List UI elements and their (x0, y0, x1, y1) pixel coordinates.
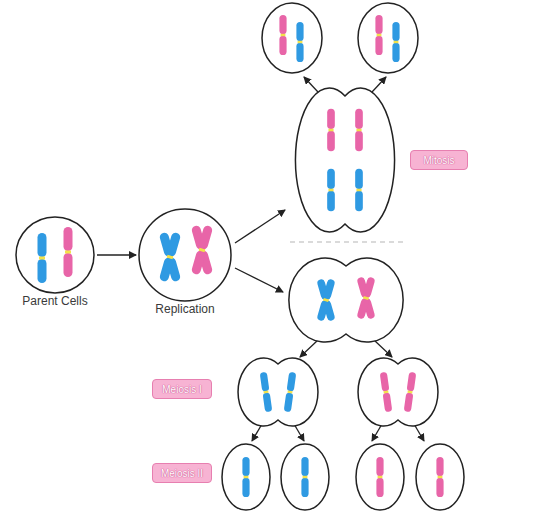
chromosome-group (38, 225, 214, 283)
daughter-cell (262, 3, 322, 73)
stage-tag: Mitosis (410, 150, 468, 170)
gamete-cell (222, 444, 270, 510)
cell-outline (138, 208, 232, 302)
replicated-chromosome (356, 277, 375, 320)
chromosome (355, 109, 363, 152)
chromosome (242, 457, 249, 497)
daughter-cell (358, 3, 418, 73)
replication-cell: Replication (138, 208, 232, 302)
gamete-cell (281, 444, 329, 510)
arrow (304, 77, 318, 92)
arrow (235, 268, 283, 292)
chromosome (376, 457, 383, 497)
cell-label: Parent Cells (22, 294, 87, 308)
chromosome (327, 109, 335, 152)
cell-outline (15, 216, 95, 294)
stage-tag: Meiosis II (152, 463, 212, 483)
dividing-cell (238, 358, 318, 426)
cell-membrane (139, 209, 231, 301)
dividing-cell (358, 358, 438, 426)
chromosome (375, 15, 382, 55)
arrow (252, 424, 262, 441)
arrow (372, 77, 386, 92)
gamete-cell (356, 444, 404, 510)
arrow (235, 210, 285, 243)
chromosome (38, 233, 47, 283)
arrow (300, 340, 318, 357)
chromosome (284, 372, 297, 413)
chromosome (436, 457, 443, 497)
arrow (374, 340, 392, 357)
stage-label: Meiosis I (162, 384, 201, 395)
chromosome (296, 22, 303, 62)
chromosome (260, 372, 273, 413)
dividing-cell (295, 88, 394, 232)
arrow (372, 424, 382, 441)
chromosome (279, 15, 286, 55)
replicated-chromosome (159, 232, 181, 283)
chromosome (392, 22, 399, 62)
arrow (414, 424, 424, 441)
replicated-chromosome (316, 279, 335, 322)
arrow (294, 424, 304, 441)
chromosome (380, 372, 393, 413)
chromosome (301, 457, 308, 497)
parent-cell: Parent Cells (15, 216, 95, 294)
chromosome (355, 169, 363, 212)
stage-label: Mitosis (423, 155, 454, 166)
separator-line (290, 242, 405, 243)
chromosome (64, 227, 73, 277)
dividing-cell (289, 258, 403, 342)
replicated-chromosome (191, 225, 213, 276)
cell-label: Replication (155, 302, 214, 316)
connector-arrow (97, 254, 136, 255)
cell-membrane (16, 217, 94, 293)
gamete-cell (416, 444, 464, 510)
stage-label: Meiosis II (161, 468, 203, 479)
chromosome (404, 372, 417, 413)
stage-tag: Meiosis I (152, 379, 212, 399)
chromosome (327, 169, 335, 212)
